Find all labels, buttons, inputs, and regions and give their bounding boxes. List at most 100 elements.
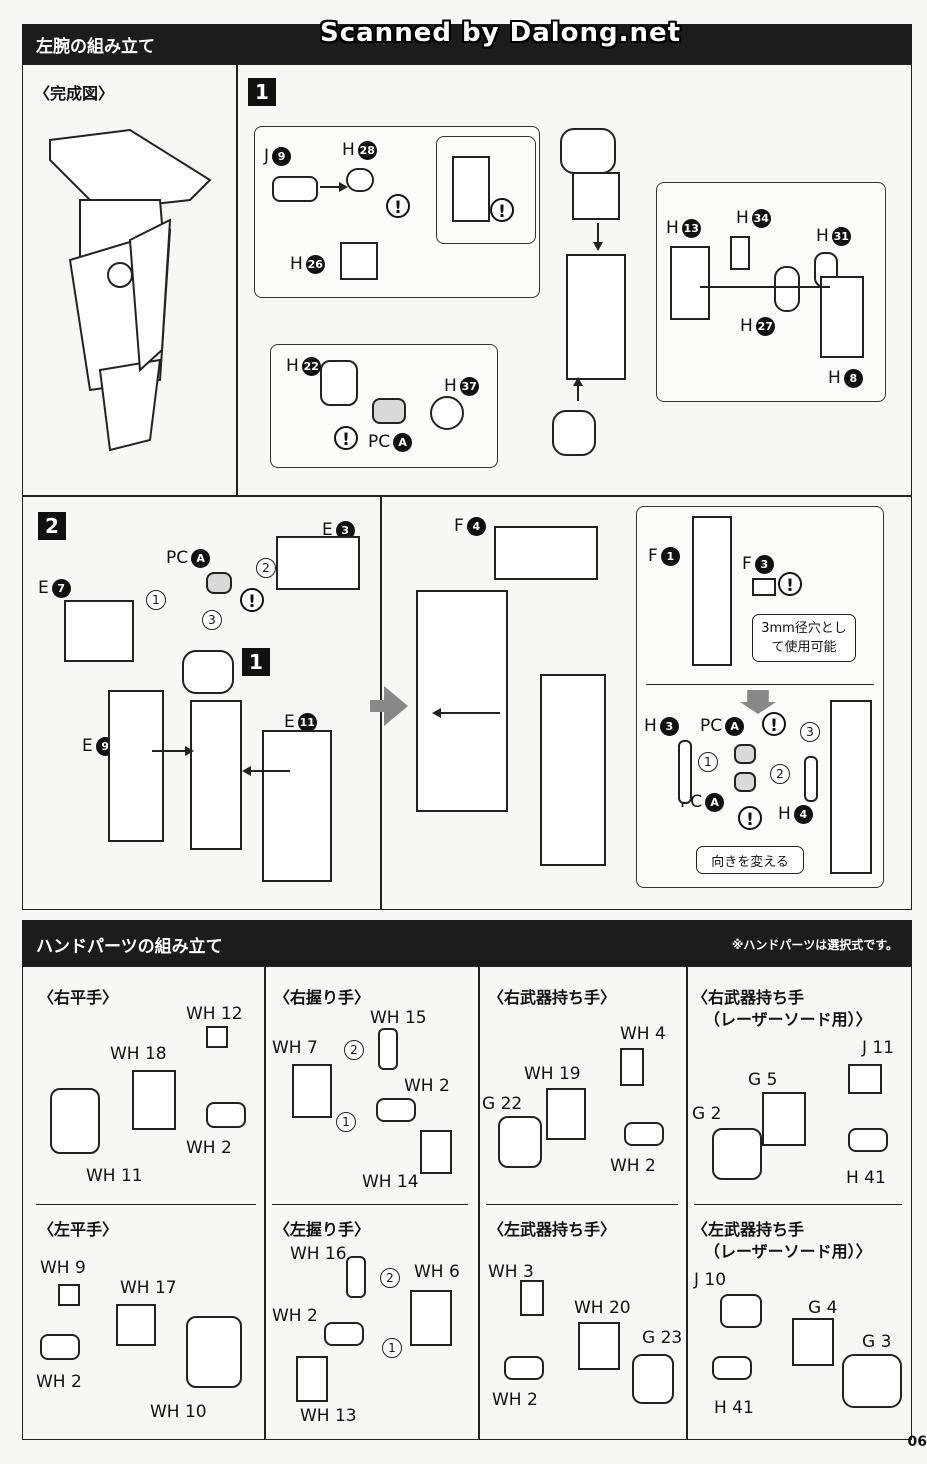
caution-icon: !	[490, 198, 514, 222]
part-h3	[678, 740, 692, 804]
hand-part	[206, 1026, 228, 1048]
hand-part	[376, 1098, 416, 1122]
part-label: WH 2	[404, 1076, 450, 1096]
left-arm-frame	[22, 64, 912, 496]
caution-icon: !	[386, 194, 410, 218]
part-label: WH 2	[272, 1306, 318, 1326]
hand-part	[132, 1070, 176, 1130]
caution-icon: !	[778, 572, 802, 596]
arrow	[244, 770, 290, 772]
part-e7	[64, 600, 134, 662]
section-note: ※ハンドパーツは選択式です。	[731, 938, 898, 952]
hand-part	[410, 1290, 452, 1346]
step2-frame	[22, 496, 912, 910]
watermark: Scanned by Dalong.net	[320, 18, 682, 48]
hand-part	[498, 1116, 542, 1168]
part-forearm-frame	[566, 254, 626, 380]
part-label: WH 4	[620, 1024, 666, 1044]
caution-icon: !	[240, 588, 264, 612]
hand-part	[378, 1028, 398, 1070]
part-h28	[346, 168, 374, 192]
hand-part	[712, 1128, 762, 1180]
order-2: 2	[770, 764, 790, 784]
part-label: G 5	[748, 1070, 778, 1090]
hand-part	[420, 1130, 452, 1174]
part-elbow-assembly	[182, 650, 234, 694]
order-2: 2	[256, 558, 276, 578]
arrow	[152, 746, 194, 756]
part-label: G 22	[482, 1094, 523, 1114]
part-detail	[452, 156, 490, 222]
order-3: 3	[202, 610, 222, 630]
part-h34	[730, 236, 750, 270]
panel-title-left-sword-hand: 〈左武器持ち手	[692, 1220, 805, 1239]
part-label: H 41	[714, 1398, 754, 1418]
hand-part	[292, 1064, 332, 1118]
detail-divider	[646, 684, 874, 686]
part-label: WH 9	[40, 1258, 86, 1278]
row-divider	[272, 1204, 468, 1206]
arrow	[597, 223, 599, 249]
hand-part	[624, 1122, 664, 1146]
part-polycap-a	[734, 744, 756, 764]
panel-title-left-weapon-hand: 〈左武器持ち手〉	[488, 1220, 617, 1239]
order-2: 2	[344, 1040, 364, 1060]
order-1: 1	[382, 1338, 402, 1358]
part-label: G 4	[808, 1298, 838, 1318]
hand-parts-frame	[22, 966, 912, 1440]
order-3: 3	[800, 722, 820, 742]
next-arrow-shaft	[370, 700, 386, 712]
hand-part	[848, 1064, 882, 1094]
part-h27	[774, 266, 800, 312]
arrow	[320, 182, 348, 192]
hand-part	[346, 1256, 366, 1298]
hand-part	[632, 1354, 674, 1404]
part-label: WH 2	[492, 1390, 538, 1410]
row-divider	[486, 1204, 678, 1206]
part-label: WH 11	[86, 1166, 143, 1186]
hand-part	[848, 1128, 888, 1152]
section-header-hand-parts: ハンドパーツの組み立て ※ハンドパーツは選択式です。	[22, 920, 912, 966]
callout-orientation-note: 向きを変える	[696, 846, 804, 874]
caution-icon: !	[738, 806, 762, 830]
part-label: G 3	[862, 1332, 892, 1352]
part-f3	[752, 578, 776, 596]
part-label: WH 14	[362, 1172, 419, 1192]
part-label: J 10	[694, 1270, 727, 1290]
part-h8	[820, 276, 864, 358]
part-f1	[692, 516, 732, 666]
part-h4	[804, 756, 818, 802]
divider	[236, 64, 238, 496]
hand-part	[620, 1048, 644, 1086]
hand-part	[546, 1088, 586, 1140]
hand-part	[116, 1304, 156, 1346]
hand-part	[520, 1280, 544, 1316]
completed-figure-label: 〈完成図〉	[34, 84, 115, 103]
row-divider	[694, 1204, 902, 1206]
section-header-left-arm: 左腕の組み立て	[22, 24, 912, 64]
caution-icon: !	[762, 712, 786, 736]
divider	[686, 966, 688, 1440]
part-label: J 11	[862, 1038, 895, 1058]
hand-part	[324, 1322, 364, 1346]
caution-icon: !	[334, 426, 358, 450]
completed-arm-illustration	[49, 128, 212, 452]
hand-part	[186, 1316, 242, 1388]
row-divider	[36, 1204, 256, 1206]
part-polycap-a	[734, 772, 756, 792]
step-1-number: 1	[248, 78, 276, 106]
part-label: G 2	[692, 1104, 722, 1124]
callout-hole-note: 3mm径穴とし て使用可能	[752, 614, 856, 662]
arrow	[577, 379, 579, 401]
hand-part	[792, 1318, 834, 1366]
